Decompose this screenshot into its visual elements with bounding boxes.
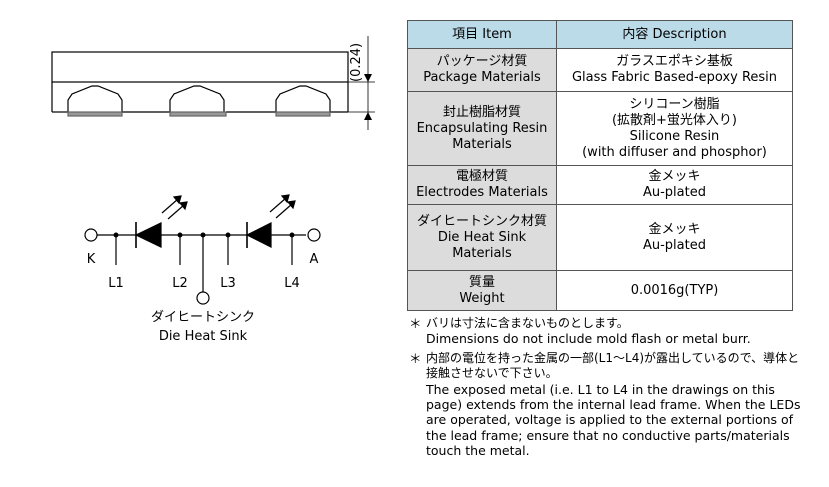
item-line: Electrodes Materials bbox=[416, 185, 548, 200]
header-item: 項目 Item bbox=[407, 20, 557, 49]
lens-dome bbox=[169, 85, 225, 112]
item-cell: 電極材質 Electrodes Materials bbox=[407, 165, 557, 205]
note-item: ＊ バリは寸法に含まないものとします。 Dimensions do not in… bbox=[409, 316, 801, 347]
item-cell: 質量 Weight bbox=[407, 270, 557, 311]
package-body bbox=[51, 51, 349, 83]
item-line: Materials bbox=[452, 245, 512, 261]
desc-line: Glass Fabric Based-epoxy Resin bbox=[571, 70, 778, 85]
heat-sink-terminal bbox=[196, 291, 210, 305]
desc-cell: 金メッキ Au-plated bbox=[556, 204, 793, 271]
package-side-view bbox=[51, 36, 375, 130]
notes-section: ＊ バリは寸法に含まないものとします。 Dimensions do not in… bbox=[409, 316, 801, 463]
item-cell: 封止樹脂材質 Encapsulating Resin Materials bbox=[407, 91, 557, 166]
header-description: 内容 Description bbox=[556, 20, 793, 49]
desc-cell: 金メッキ Au-plated bbox=[556, 165, 793, 205]
desc-cell: ガラスエポキシ基板 Glass Fabric Based-epoxy Resin bbox=[556, 48, 793, 92]
led-diode-2 bbox=[245, 222, 272, 248]
materials-table: 項目 Item 内容 Description パッケージ材質 Package M… bbox=[407, 20, 793, 311]
desc-line: Au-plated bbox=[642, 237, 706, 253]
item-line: Weight bbox=[459, 290, 505, 306]
note-text-en: Dimensions do not include mold flash or … bbox=[426, 331, 751, 347]
note-mark: ＊ bbox=[409, 316, 422, 331]
item-line: 電極材質 bbox=[455, 169, 508, 184]
item-line: Materials bbox=[452, 136, 512, 152]
terminal-a bbox=[307, 228, 321, 242]
desc-line: シリコーン樹脂 bbox=[629, 96, 720, 112]
desc-line: (拡散剤+蛍光体入り) bbox=[611, 112, 738, 128]
label-l1: L1 bbox=[108, 276, 124, 291]
note-mark: ＊ bbox=[409, 350, 422, 366]
desc-line: 金メッキ bbox=[648, 169, 701, 184]
note-text-en: The exposed metal (i.e. L1 to L4 in the … bbox=[426, 381, 801, 459]
item-line: 質量 bbox=[468, 274, 495, 290]
table-header-row: 項目 Item 内容 Description bbox=[407, 20, 793, 49]
note-item: ＊ 内部の電位を持った金属の一部(L1～L4)が露出しているので、導体と接触させ… bbox=[409, 351, 801, 459]
heat-sink-label-en: Die Heat Sink bbox=[159, 329, 248, 344]
note-text-jp: 内部の電位を持った金属の一部(L1～L4)が露出しているので、導体と接触させない… bbox=[426, 350, 800, 381]
label-k: K bbox=[87, 252, 96, 267]
item-line: 封止樹脂材質 bbox=[442, 104, 521, 120]
desc-line: Silicone Resin bbox=[629, 128, 720, 144]
desc-line: ガラスエポキシ基板 bbox=[616, 54, 733, 69]
item-line: パッケージ材質 bbox=[436, 54, 528, 69]
terminal-k bbox=[84, 228, 98, 242]
desc-line: Au-plated bbox=[642, 185, 706, 200]
lens-dome bbox=[67, 85, 123, 112]
item-line: ダイヒートシンク材質 bbox=[416, 213, 547, 229]
heat-sink-label-jp: ダイヒートシンク bbox=[151, 310, 255, 325]
desc-line: 金メッキ bbox=[648, 221, 701, 237]
note-text-jp: バリは寸法に含まないものとします。 bbox=[426, 316, 629, 330]
item-cell: パッケージ材質 Package Materials bbox=[407, 48, 557, 92]
table-row: ダイヒートシンク材質 Die Heat Sink Materials 金メッキ … bbox=[407, 204, 793, 271]
desc-cell: シリコーン樹脂 (拡散剤+蛍光体入り) Silicone Resin (with… bbox=[556, 91, 793, 166]
lens-dome bbox=[275, 85, 331, 112]
dimension-label: (0.24) bbox=[349, 43, 364, 82]
package-drawings: (0.24) K A L1 L2 L3 bbox=[51, 36, 375, 344]
table-row: 電極材質 Electrodes Materials 金メッキ Au-plated bbox=[407, 165, 793, 205]
label-a: A bbox=[310, 252, 319, 267]
label-l3: L3 bbox=[220, 276, 236, 291]
item-line: Package Materials bbox=[423, 70, 541, 85]
desc-cell: 0.0016g(TYP) bbox=[556, 270, 793, 311]
label-l4: L4 bbox=[284, 276, 300, 291]
table-row: 封止樹脂材質 Encapsulating Resin Materials シリコ… bbox=[407, 91, 793, 166]
desc-line: 0.0016g(TYP) bbox=[630, 282, 719, 298]
led-diode-1 bbox=[134, 222, 162, 248]
item-cell: ダイヒートシンク材質 Die Heat Sink Materials bbox=[407, 204, 557, 271]
label-l2: L2 bbox=[172, 276, 188, 291]
desc-line: (with diffuser and phosphor) bbox=[582, 144, 767, 160]
table-row: パッケージ材質 Package Materials ガラスエポキシ基板 Glas… bbox=[407, 48, 793, 92]
table-row: 質量 Weight 0.0016g(TYP) bbox=[407, 270, 793, 311]
circuit-diagram bbox=[84, 194, 321, 305]
item-line: Die Heat Sink bbox=[437, 229, 527, 245]
item-line: Encapsulating Resin bbox=[416, 120, 548, 136]
